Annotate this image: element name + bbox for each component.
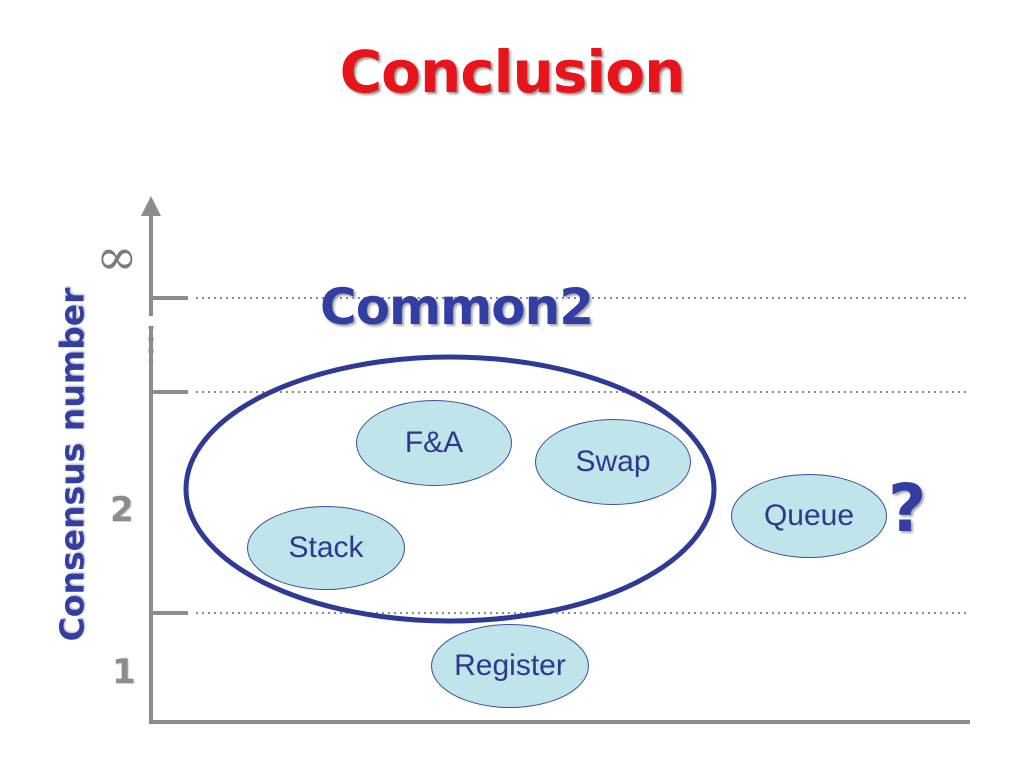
common2-boundary [183,354,717,624]
fa-object: F&A [356,400,512,486]
y-axis-arrow [141,196,161,216]
question-mark: ? [888,470,927,547]
common2-label: Common2 [320,278,594,336]
register-object: Register [431,624,589,708]
queue-object: Queue [731,474,887,558]
slide-title: Conclusion [339,38,686,106]
tick-label-one: 1 [112,652,136,692]
stack-object: Stack [247,506,405,590]
y-axis-label: Consensus number [52,287,92,642]
tick-label-infinity: ∞ [96,228,138,286]
swap-object: Swap [535,419,691,505]
tick-label-two: 2 [110,490,134,530]
